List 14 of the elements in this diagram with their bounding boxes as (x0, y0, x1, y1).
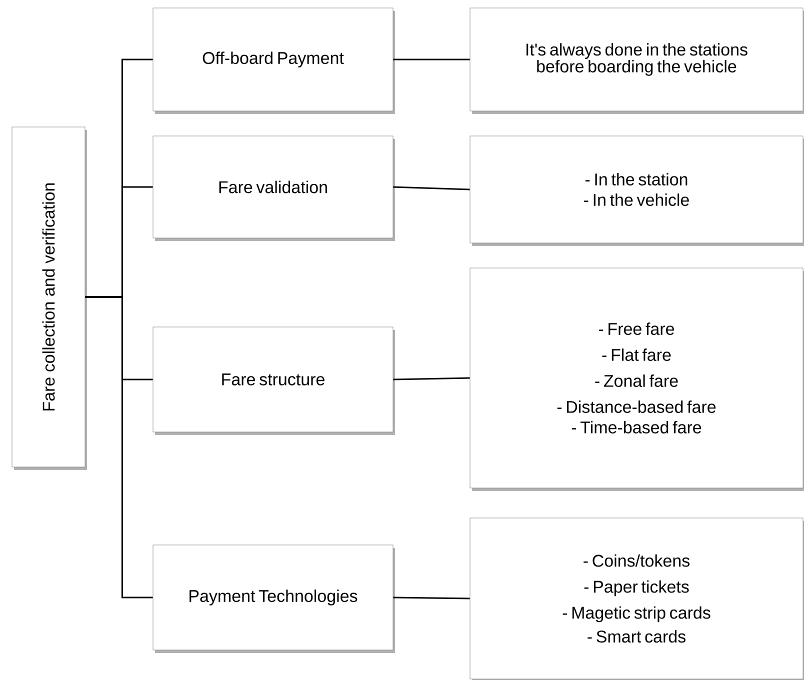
connector-line (393, 596, 470, 600)
text-box: Payment Technologies (152, 544, 395, 653)
text-box: It's always done in the stations before boarding the vehicle (470, 8, 804, 114)
text-box: Off-board Payment (152, 8, 395, 114)
connector-line (393, 377, 470, 380)
text-box: - In the station - In the vehicle (470, 136, 804, 246)
text-box: - Coins/tokens - Paper tickets - Magetic strip cards - Smart cards (470, 518, 804, 680)
text-box: - Free fare - Flat fare - Zonal fare - Distance-based fare - Time-based fare (470, 268, 804, 491)
connector-line (393, 58, 470, 60)
connector-line (393, 186, 470, 190)
text-box: Fare structure (152, 326, 395, 435)
text-box: Fare collection and verification (12, 126, 87, 470)
connector-line (85, 296, 153, 598)
text-box: Fare validation (152, 136, 395, 241)
